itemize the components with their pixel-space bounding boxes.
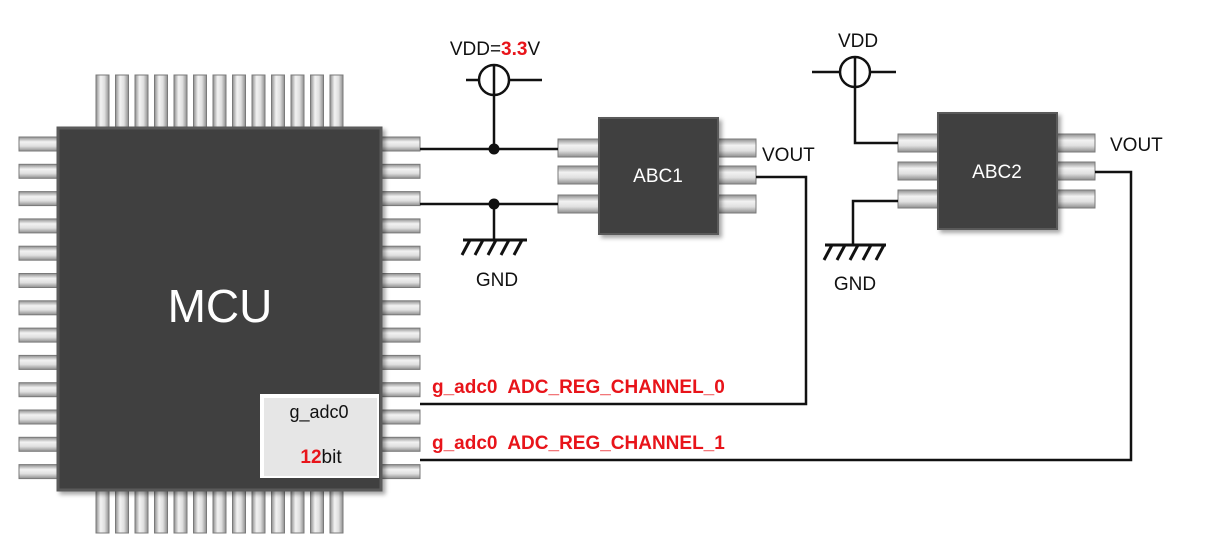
gnd1-label: GND bbox=[476, 270, 518, 291]
mcu-pin-bottom bbox=[271, 488, 285, 534]
mcu-pin-right bbox=[379, 464, 421, 480]
mcu-pin-top bbox=[290, 74, 305, 130]
mcu-pin-bottom bbox=[173, 488, 188, 534]
abc1-chip bbox=[598, 117, 719, 235]
mcu-pin-top bbox=[173, 74, 188, 130]
mcu-pin-left bbox=[18, 464, 60, 480]
abc1-label: ABC1 bbox=[633, 166, 683, 187]
abc2-pins bbox=[897, 133, 1096, 209]
mcu-pin-top bbox=[232, 74, 246, 130]
adc-bits-unit: bit bbox=[322, 447, 343, 468]
vdd1-value: 3.3 bbox=[501, 39, 527, 60]
mcu-pin-left bbox=[18, 245, 60, 261]
mcu-pin-right bbox=[379, 245, 421, 261]
vout1-wire bbox=[420, 175, 808, 406]
mcu-pin-left bbox=[18, 273, 60, 288]
channel0-label: g_adc0 ADC_REG_CHANNEL_0 bbox=[432, 377, 725, 398]
mcu-pin-left bbox=[18, 163, 60, 179]
mcu-pin-right bbox=[379, 354, 421, 370]
vdd1-symbol bbox=[466, 63, 542, 97]
vdd1-junction bbox=[488, 143, 500, 155]
mcu-pin-top bbox=[193, 74, 207, 130]
mcu-pin-left bbox=[18, 136, 60, 152]
mcu-pin-bottom bbox=[134, 488, 149, 534]
mcu-pin-top bbox=[154, 74, 168, 130]
abc2-label: ABC2 bbox=[972, 162, 1022, 183]
gnd2-label: GND bbox=[834, 274, 876, 295]
adc-title: g_adc0 bbox=[289, 402, 348, 423]
mcu-pin-bottom bbox=[310, 488, 324, 534]
gnd1-symbol bbox=[460, 238, 527, 256]
mcu-pin-bottom bbox=[212, 488, 227, 534]
mcu-pin-right bbox=[379, 136, 421, 152]
vdd1-label: VDD=3.3V bbox=[450, 39, 541, 60]
adc-box: g_adc0 12bit bbox=[260, 394, 379, 478]
mcu-pin-bottom bbox=[193, 488, 207, 534]
mcu-pin-right bbox=[379, 409, 421, 425]
mcu-pins bbox=[18, 74, 421, 534]
mcu-pin-left bbox=[18, 382, 60, 398]
mcu-pin-bottom bbox=[232, 488, 246, 534]
mcu-pin-right bbox=[379, 382, 421, 398]
mcu-pin-bottom bbox=[329, 488, 344, 534]
abc1-pins bbox=[557, 138, 757, 214]
mcu-pin-bottom bbox=[115, 488, 129, 534]
mcu-pin-top bbox=[251, 74, 266, 130]
mcu-pin-left bbox=[18, 327, 60, 343]
mcu-pin-top bbox=[310, 74, 324, 130]
channel1-label: g_adc0 ADC_REG_CHANNEL_1 bbox=[432, 433, 725, 454]
mcu-pin-bottom bbox=[251, 488, 266, 534]
abc1-vout-label: VOUT bbox=[762, 145, 815, 166]
mcu-pin-bottom bbox=[154, 488, 168, 534]
mcu-pin-right bbox=[379, 436, 421, 452]
mcu-pin-right bbox=[379, 327, 421, 343]
mcu-pin-left bbox=[18, 409, 60, 425]
adc-bits-value: 12 bbox=[300, 447, 321, 468]
mcu-pin-top bbox=[271, 74, 285, 130]
gnd1-junction bbox=[488, 198, 500, 210]
abc2-vout-label: VOUT bbox=[1110, 135, 1163, 156]
mcu-label: MCU bbox=[168, 280, 273, 332]
mcu-pin-top bbox=[134, 74, 149, 130]
mcu-pin-right bbox=[379, 163, 421, 179]
mcu-pin-right bbox=[379, 273, 421, 288]
abc2-chip bbox=[937, 112, 1058, 230]
vdd1-unit: V bbox=[527, 39, 540, 60]
mcu-pin-bottom bbox=[290, 488, 305, 534]
mcu-pin-left bbox=[18, 218, 60, 234]
vdd2-symbol bbox=[812, 55, 896, 89]
adc-resolution: 12bit bbox=[300, 447, 342, 468]
mcu-pin-left bbox=[18, 191, 60, 207]
mcu-pin-right bbox=[379, 191, 421, 207]
gnd2-symbol bbox=[822, 243, 886, 261]
mcu-pin-bottom bbox=[95, 488, 110, 534]
mcu-pin-right bbox=[379, 300, 421, 316]
mcu-pin-left bbox=[18, 436, 60, 452]
mcu-pin-top bbox=[329, 74, 344, 130]
gnd2-wire bbox=[851, 199, 898, 245]
mcu-pin-top bbox=[212, 74, 227, 130]
mcu-pin-top bbox=[115, 74, 129, 130]
mcu-pin-right bbox=[379, 218, 421, 234]
vdd2-wire bbox=[853, 87, 898, 145]
vout2-wire bbox=[420, 170, 1133, 462]
mcu-pin-left bbox=[18, 354, 60, 370]
vdd2-label: VDD bbox=[838, 31, 878, 52]
mcu-pin-left bbox=[18, 300, 60, 316]
mcu-pin-top bbox=[95, 74, 110, 130]
vdd1-prefix: VDD= bbox=[450, 39, 501, 60]
